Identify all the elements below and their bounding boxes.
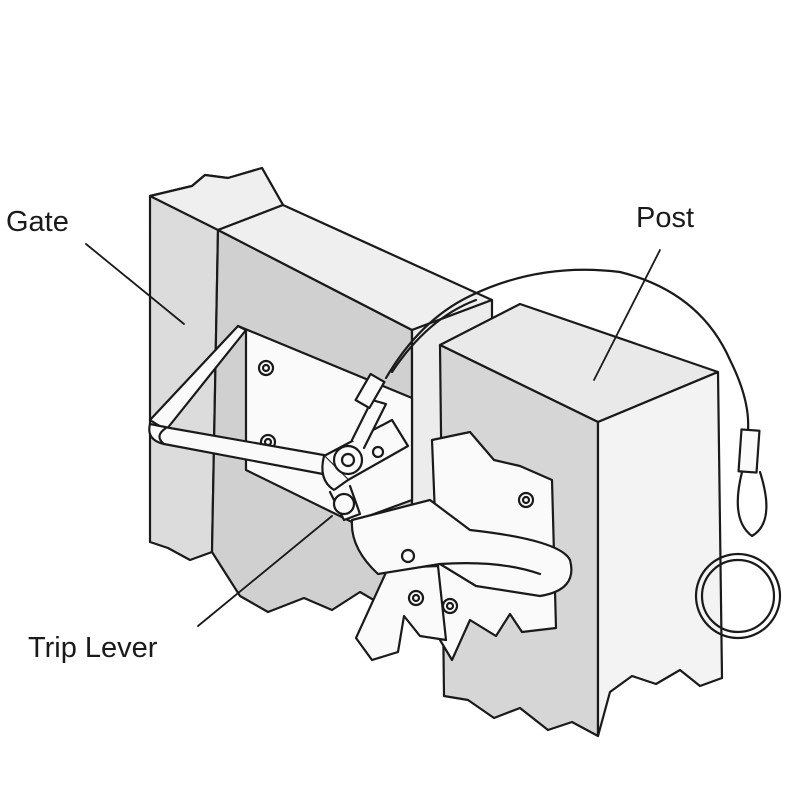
keeper-hook — [350, 498, 573, 598]
gate-label: Gate — [6, 206, 69, 238]
leader-post — [593, 249, 661, 381]
post-side-face — [596, 370, 724, 738]
pull-ring — [694, 552, 782, 640]
cable — [384, 268, 750, 432]
cable-crimp-lower — [737, 428, 761, 474]
pull-cable — [384, 268, 782, 640]
leader-lines — [85, 243, 661, 627]
post-label: Post — [636, 202, 695, 234]
gate-mount-plate — [148, 324, 414, 524]
trip-lever-label: Trip Lever — [28, 632, 158, 664]
trip-lever — [321, 372, 410, 522]
leader-trip-lever — [197, 515, 333, 627]
cable-crimp-upper — [354, 372, 386, 410]
leader-gate — [85, 243, 185, 325]
post-keeper — [350, 430, 573, 662]
